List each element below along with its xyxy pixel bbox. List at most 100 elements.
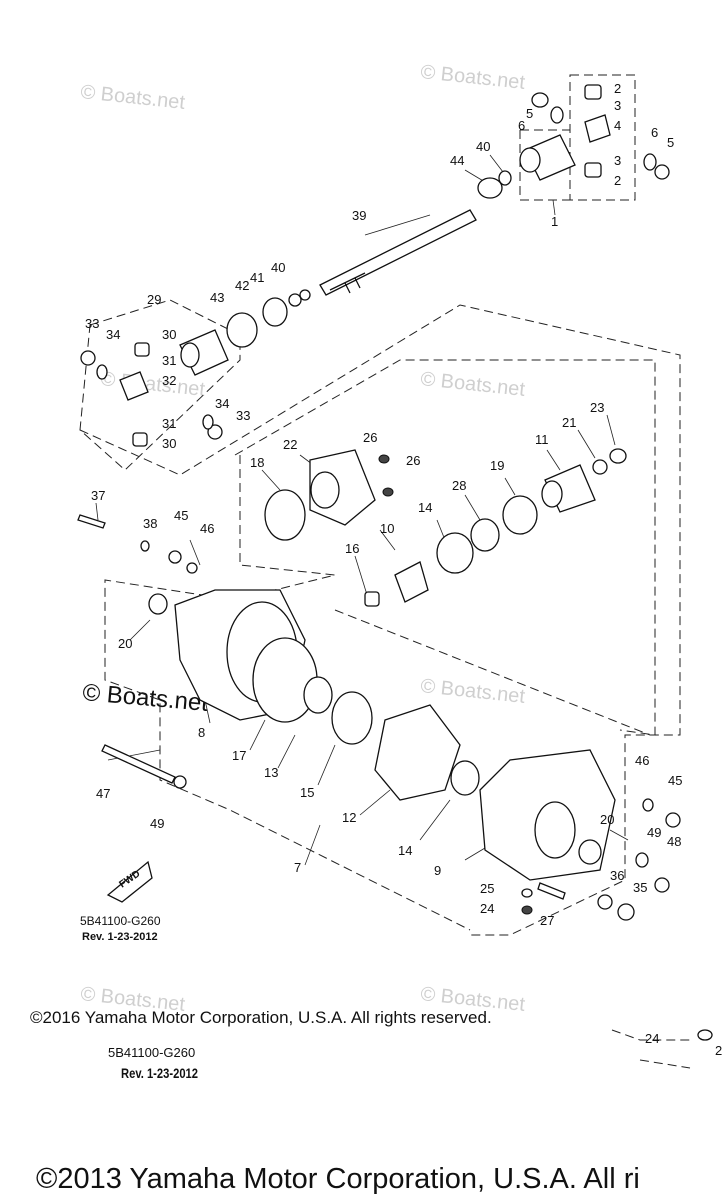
bearing-cup-30a: [134, 342, 150, 357]
callout-7: 7: [294, 860, 301, 875]
callout-39: 39: [352, 208, 366, 223]
callout-30a: 30: [162, 327, 176, 342]
callout-32: 32: [162, 373, 176, 388]
callout-14b: 14: [398, 843, 412, 858]
callout-4: 4: [614, 118, 621, 133]
ring-gear-12: [374, 704, 461, 801]
seal-33b: [207, 424, 223, 440]
watermark-2: © Boats.net: [419, 61, 526, 94]
callout-48: 48: [667, 834, 681, 849]
bearing-16: [364, 591, 380, 607]
bolt-47: [101, 744, 176, 784]
callout-44: 44: [450, 153, 464, 168]
callout-47: 47: [96, 786, 110, 801]
bolt-27: [537, 882, 566, 900]
diagram-rev: Rev. 1-23-2012: [82, 931, 158, 943]
callout-46a: 46: [200, 521, 214, 536]
callout-15: 15: [300, 785, 314, 800]
callout-35: 35: [633, 880, 647, 895]
washer-25: [521, 888, 533, 898]
callout-13: 13: [264, 765, 278, 780]
watermark-4: © Boats.net: [99, 368, 206, 401]
shim-28: [470, 518, 500, 552]
callout-12: 12: [342, 810, 356, 825]
copyright-2016: ©2016 Yamaha Motor Corporation, U.S.A. A…: [30, 1008, 492, 1027]
callout-6a: 6: [518, 118, 525, 133]
callout-20b: 20: [600, 812, 614, 827]
seal-20b: [578, 839, 602, 865]
callout-33b: 33: [236, 408, 250, 423]
callout-17: 17: [232, 748, 246, 763]
spring-42: [262, 297, 288, 327]
seal-5b: [654, 164, 670, 180]
callout-2b: 2: [614, 173, 621, 188]
washer-46a: [186, 562, 198, 574]
bearing-cup-2b: [584, 162, 602, 178]
leader-lines: [95, 154, 629, 866]
bolt-45a: [168, 550, 182, 564]
edge-fragment-part: [697, 1029, 713, 1041]
edge-fragment-lines: [611, 1029, 691, 1069]
callout-3b: 3: [614, 153, 621, 168]
callout-27: 27: [540, 913, 554, 928]
callout-31a: 31: [162, 353, 176, 368]
callout-3a: 3: [614, 98, 621, 113]
callout-33a: 33: [85, 316, 99, 331]
washer-36: [597, 894, 613, 910]
callout-42: 42: [235, 278, 249, 293]
callout-34a: 34: [106, 327, 120, 342]
nut-23: [609, 448, 627, 464]
callout-29: 29: [147, 292, 161, 307]
o-ring-17: [252, 637, 318, 723]
forward-arrow: FWD: [106, 860, 153, 903]
seal-19: [502, 495, 538, 535]
spider-32: [119, 371, 149, 401]
callout-28: 28: [452, 478, 466, 493]
callout-30b: 30: [162, 436, 176, 451]
o-ring-18: [264, 489, 306, 541]
part-code: 5B41100-G260: [108, 1045, 196, 1060]
washer-21: [592, 459, 608, 475]
callout-22: 22: [283, 437, 297, 452]
callout-49b: 49: [647, 825, 661, 840]
callout-19: 19: [490, 458, 504, 473]
pinion-gear-10: [394, 561, 429, 603]
seal-5a: [531, 92, 549, 108]
drive-shaft: [319, 209, 477, 296]
callout-37: 37: [91, 488, 105, 503]
part-callouts: 1 2 3 4 5 6 6 5 3 2 40 44 39 40 41 42 43…: [85, 81, 682, 928]
bearing-cup-30b: [132, 432, 148, 447]
callout-26a: 26: [363, 430, 377, 445]
callout-34b: 34: [215, 396, 229, 411]
differential-assembly: [77, 448, 681, 921]
callout-41: 41: [250, 270, 264, 285]
callout-2a: 2: [614, 81, 621, 96]
edge-fragment-2: 2: [715, 1043, 722, 1058]
revision-date: Rev. 1-23-2012: [121, 1065, 198, 1081]
spider-4: [584, 114, 611, 143]
callout-38: 38: [143, 516, 157, 531]
pin-37: [77, 514, 106, 529]
watermark-large: © Boats.net: [81, 679, 209, 717]
callout-26b: 26: [406, 453, 420, 468]
callout-6b: 6: [651, 125, 658, 140]
middle-driveshaft-assembly: [80, 289, 311, 447]
callout-8: 8: [198, 725, 205, 740]
copyright-2013: ©2013 Yamaha Motor Corporation, U.S.A. A…: [36, 1163, 640, 1195]
bolt-45b: [665, 812, 681, 828]
callout-40b: 40: [271, 260, 285, 275]
upper-driveshaft-assembly: [319, 84, 670, 296]
callout-40a: 40: [476, 139, 490, 154]
bearing-15: [331, 691, 373, 745]
callout-36: 36: [610, 868, 624, 883]
callout-20a: 20: [118, 636, 132, 651]
callout-9: 9: [434, 863, 441, 878]
washer-46b: [642, 798, 654, 812]
boot-43: [226, 312, 258, 348]
callout-25: 25: [480, 881, 494, 896]
washer-49b: [635, 852, 649, 868]
bearing-14b: [450, 760, 480, 796]
washer-49a: [173, 775, 187, 789]
callout-1: 1: [551, 214, 558, 229]
callout-45b: 45: [668, 773, 682, 788]
